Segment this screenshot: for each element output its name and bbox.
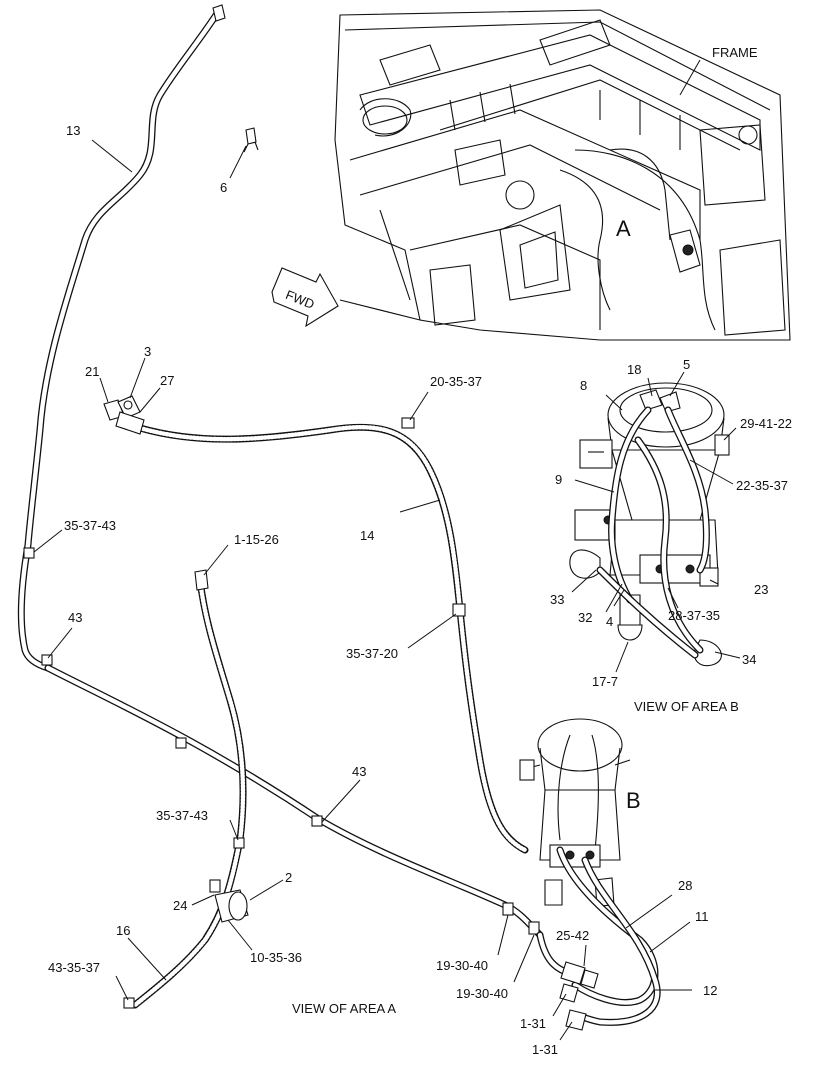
- frame-label: FRAME: [712, 45, 758, 60]
- callout-35-37-20: 35-37-20: [346, 646, 398, 661]
- callout-24: 24: [173, 898, 187, 913]
- hose-14: [136, 423, 529, 854]
- area-a-marker: A: [616, 216, 631, 241]
- valve-2: [209, 879, 249, 923]
- callout-3: 3: [144, 344, 151, 359]
- callout-8: 8: [580, 378, 587, 393]
- callout-16: 16: [116, 923, 130, 938]
- fitting-assembly-21-3-27: [103, 395, 145, 435]
- callout-13: 13: [66, 123, 80, 138]
- leader-lines: [33, 139, 741, 1041]
- callout-27: 27: [160, 373, 174, 388]
- clip-35-37-43-top: [23, 547, 35, 559]
- callout-19-30-40-a: 19-30-40: [436, 958, 488, 973]
- callout-14: 14: [360, 528, 374, 543]
- clip-43-35-37: [123, 997, 135, 1009]
- callout-6: 6: [220, 180, 227, 195]
- callout-43-mid: 43: [352, 764, 366, 779]
- callout-1-15-26: 1-15-26: [234, 532, 279, 547]
- callout-20-35-37: 20-35-37: [430, 374, 482, 389]
- callout-23: 23: [754, 582, 768, 597]
- callout-29-41-22: 29-41-22: [740, 416, 792, 431]
- clip-20-35-37: [401, 417, 415, 429]
- hose-16: [131, 576, 247, 1009]
- callout-28: 28: [678, 878, 692, 893]
- callout-1-31-a: 1-31: [520, 1016, 546, 1031]
- callout-28-37-35: 28-37-35: [668, 608, 720, 623]
- clip-19-30-40-b: [528, 921, 540, 935]
- callout-17-7: 17-7: [592, 674, 618, 689]
- callout-33: 33: [550, 592, 564, 607]
- callout-4: 4: [606, 614, 613, 629]
- clip-43-lower: [175, 737, 187, 749]
- callout-18: 18: [627, 362, 641, 377]
- clip-19-30-40-a: [502, 902, 514, 916]
- view-of-area-b: VIEW OF AREA B: [634, 699, 739, 714]
- hose-12: [576, 856, 661, 1026]
- callout-5: 5: [683, 357, 690, 372]
- callout-9: 9: [555, 472, 562, 487]
- callout-21: 21: [85, 364, 99, 379]
- part-callouts: 13 6 3 21 27 20-35-37 8 18 5 29-41-22 9 …: [48, 123, 792, 1057]
- callout-1-31-b: 1-31: [532, 1042, 558, 1057]
- forward-arrow-icon: FWD: [271, 267, 339, 328]
- frame-leader: [679, 59, 701, 96]
- hoses-view-b: [596, 406, 710, 659]
- callout-34: 34: [742, 652, 756, 667]
- machine-frame-illustration: [334, 9, 791, 341]
- callout-43-35-37: 43-35-37: [48, 960, 100, 975]
- callout-10-35-36: 10-35-36: [250, 950, 302, 965]
- callout-2: 2: [285, 870, 292, 885]
- callout-11: 11: [695, 909, 709, 924]
- hose-13-end-fitting: [212, 4, 226, 22]
- clip-35-37-43-bot: [233, 837, 245, 849]
- callout-22-35-37: 22-35-37: [736, 478, 788, 493]
- clip-43-mid: [311, 815, 323, 827]
- callout-25-42: 25-42: [556, 928, 589, 943]
- callout-19-30-40-b: 19-30-40: [456, 986, 508, 1001]
- fitting-6: [243, 127, 259, 153]
- clip-35-37-20: [452, 603, 466, 617]
- callout-35-37-43-bot: 35-37-43: [156, 808, 208, 823]
- hose-11: [556, 846, 659, 1006]
- hose-16-top-fitting: [194, 569, 209, 591]
- callout-35-37-43-top: 35-37-43: [64, 518, 116, 533]
- callout-43-left: 43: [68, 610, 82, 625]
- callout-32: 32: [578, 610, 592, 625]
- callout-12: 12: [703, 983, 717, 998]
- clip-43-left: [41, 654, 53, 666]
- view-of-area-a: VIEW OF AREA A: [292, 1001, 396, 1016]
- hose-13: [17, 8, 222, 672]
- hose-43: [44, 664, 544, 939]
- area-b-marker: B: [626, 788, 641, 813]
